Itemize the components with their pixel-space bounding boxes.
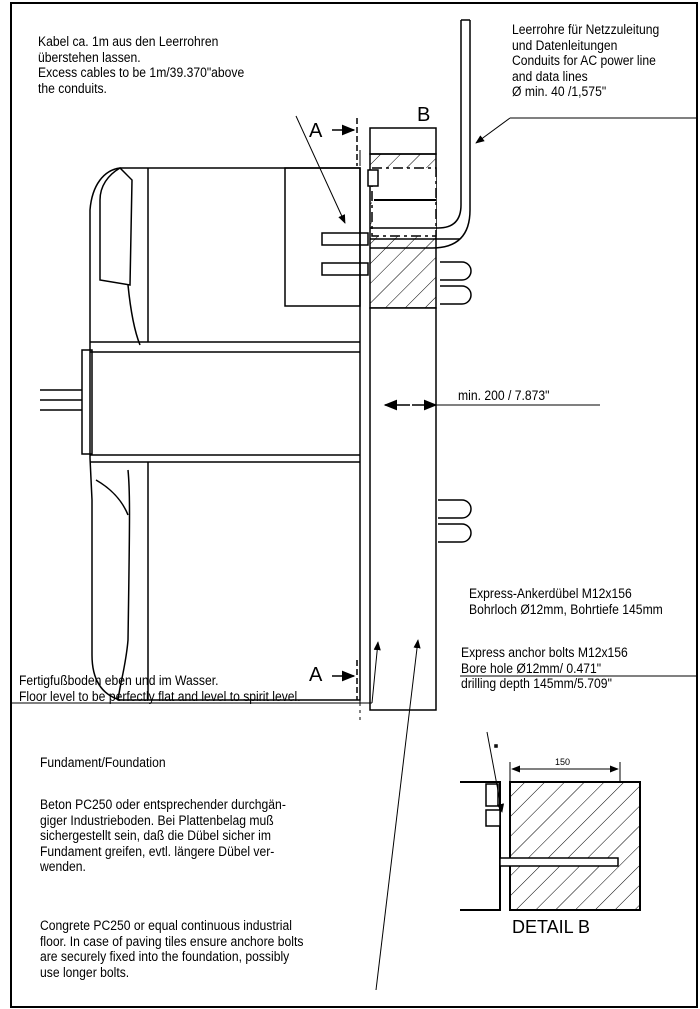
floor-level-note: Fertigfußboden eben und im Wasser. Floor… bbox=[19, 673, 301, 704]
cable-excess-note: Kabel ca. 1m aus den Leerrohren übersteh… bbox=[38, 34, 245, 96]
section-a-label-bottom: A bbox=[309, 664, 323, 686]
conduits-note: Leerrohre für Netzzuleitung und Datenlei… bbox=[512, 22, 660, 99]
connector-pins bbox=[40, 349, 93, 455]
foundation-note-de: Beton PC250 oder entsprechender durchgän… bbox=[40, 797, 286, 874]
foundation-title: Fundament/Foundation bbox=[40, 755, 166, 770]
section-a-markers bbox=[332, 118, 358, 700]
section-b-label: B bbox=[417, 104, 431, 126]
leader-lines bbox=[12, 115, 697, 991]
foundation-block bbox=[367, 127, 437, 711]
detail-b-drawing bbox=[460, 731, 641, 911]
cable-lines bbox=[321, 232, 472, 305]
conduit-pipe bbox=[370, 19, 471, 249]
detail-b-title: DETAIL B bbox=[512, 917, 591, 937]
anchor-bolt-note-en: Express anchor bolts M12x156 Bore hole Ø… bbox=[461, 645, 628, 691]
anchor-bolt-note-de: Express-Ankerdübel M12x156 Bohrloch Ø12m… bbox=[469, 586, 663, 617]
detail-dimension-150: 150 bbox=[555, 757, 570, 767]
section-a-label-top: A bbox=[309, 120, 323, 142]
foundation-note-en: Congrete PC250 or equal continuous indus… bbox=[40, 918, 304, 980]
min-distance-label: min. 200 / 7.873" bbox=[458, 388, 550, 403]
machine-body bbox=[89, 167, 361, 701]
anchor-bolts bbox=[438, 499, 472, 543]
drawing-frame bbox=[10, 2, 698, 1008]
